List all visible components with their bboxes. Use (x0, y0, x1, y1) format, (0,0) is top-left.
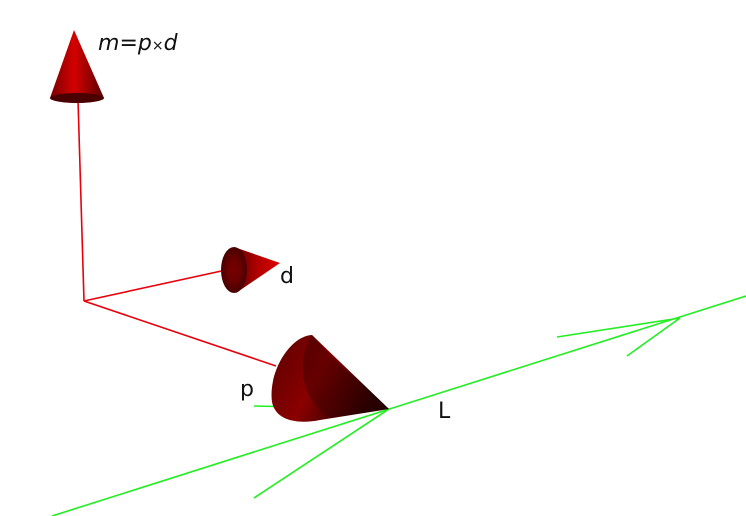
moment-label-p: p (137, 31, 152, 56)
point-arrowhead-cone (271, 335, 389, 422)
line-l (51, 295, 746, 516)
moment-label-d: d (164, 31, 179, 56)
direction-vector-shaft (83, 269, 227, 302)
line-l-point-arrow-lower (253, 408, 390, 499)
vector-shafts (77, 99, 277, 367)
point-label: p (240, 377, 254, 402)
direction-arrowhead-cone (221, 247, 280, 293)
point-vector-shaft (83, 300, 277, 367)
moment-label: m=p×d (98, 31, 179, 56)
line-l-main (51, 295, 746, 516)
line-l-arrowhead-upper (556, 317, 681, 338)
line-l-arrowhead-lower (626, 317, 681, 357)
direction-label: d (280, 264, 294, 289)
moment-label-times: × (152, 38, 164, 54)
moment-vector-shaft (77, 99, 85, 302)
line-label: L (438, 399, 451, 424)
moment-label-eq: = (119, 31, 137, 56)
moment-label-m: m (98, 31, 119, 56)
moment-arrowhead-cone (50, 30, 104, 103)
